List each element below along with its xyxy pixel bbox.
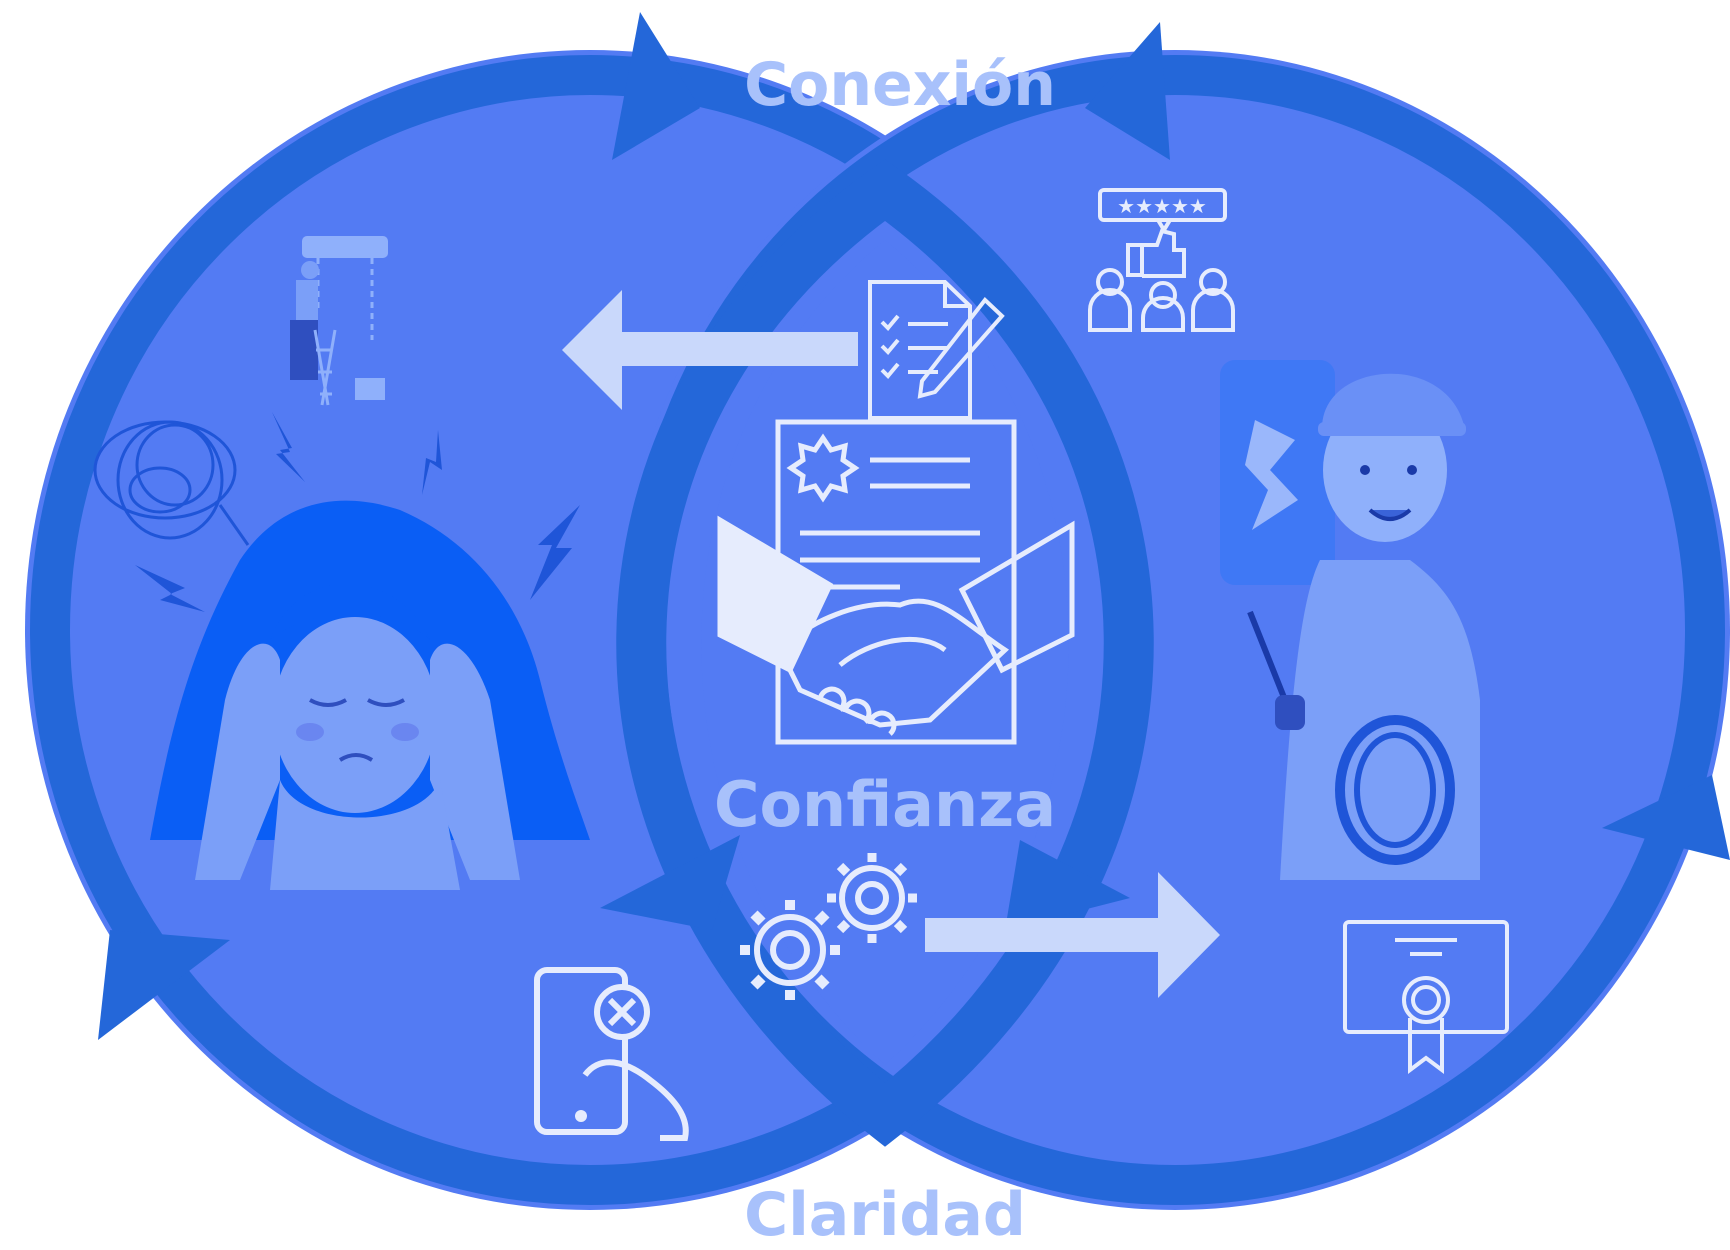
label-conexion: Conexión — [744, 50, 1056, 120]
svg-text:★★★★★: ★★★★★ — [1117, 194, 1207, 218]
flow-arrows — [562, 290, 1220, 998]
arrowhead-lens-left — [600, 835, 740, 930]
tangled-thought-icon — [93, 420, 250, 546]
stressed-woman-illustration — [150, 500, 590, 890]
arrowhead-top-left — [612, 12, 700, 160]
arrowhead-lens-right — [1005, 840, 1130, 930]
lightning-stress-icon — [135, 412, 580, 612]
arrow-right — [925, 872, 1220, 998]
technician-illustration — [1220, 360, 1480, 880]
certificate-icon — [1343, 920, 1509, 1074]
label-claridad: Claridad — [744, 1180, 1026, 1250]
arrowhead-bottom-left — [98, 930, 230, 1040]
label-confianza: Confianza — [713, 768, 1057, 841]
rating-stars-people-icon: ★★★★★ — [1088, 188, 1235, 332]
gears-icon — [740, 853, 917, 1000]
cycle-arrowheads — [98, 12, 1730, 1040]
checklist-pencil-icon — [868, 280, 1005, 420]
smartphone-repair-icon — [534, 967, 689, 1141]
leaking-ac-repair-icon — [290, 236, 388, 406]
contract-handshake-icon — [717, 419, 1075, 745]
arrowhead-top-right — [1085, 22, 1170, 160]
arrow-left — [562, 290, 858, 410]
arrowhead-right — [1602, 775, 1730, 860]
